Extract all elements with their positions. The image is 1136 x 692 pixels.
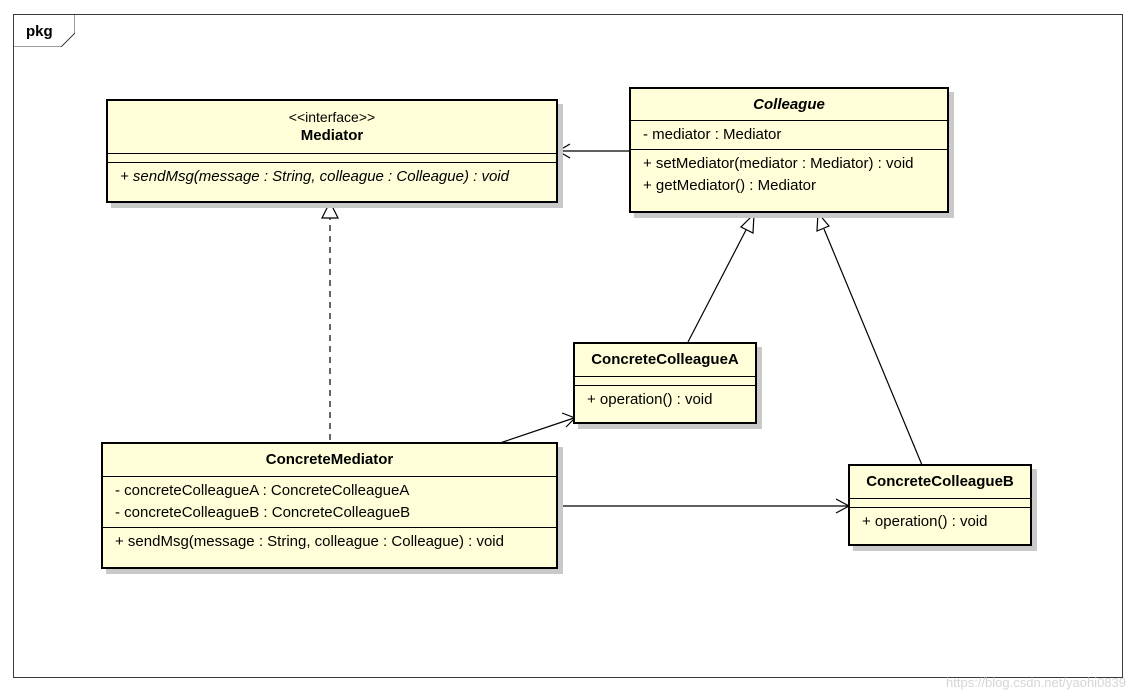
concrete-colleague-b-operations-compartment: + operation() : void — [850, 508, 1030, 536]
open-arrowhead — [556, 143, 571, 159]
colleague-operation: + getMediator() : Mediator — [643, 177, 816, 194]
concrete-colleague-b-operation: + operation() : void — [862, 513, 988, 530]
colleague-attribute: - mediator : Mediator — [643, 126, 782, 143]
concrete-mediator-attributes-compartment: - concreteColleagueA : ConcreteColleague… — [103, 477, 556, 528]
concrete-mediator-class-name: ConcreteMediator — [265, 451, 394, 468]
watermark-text: https://blog.csdn.net/yaohi0839 — [946, 675, 1126, 690]
concrete-colleague-a-operations-compartment: + operation() : void — [575, 386, 755, 414]
concrete-mediator-class-header: ConcreteMediator — [103, 444, 556, 477]
hollow-triangle-arrowhead — [739, 212, 755, 234]
concrete-mediator-attribute: - concreteColleagueA : ConcreteColleague… — [115, 482, 410, 499]
concrete-colleague-a-class-name: ConcreteColleagueA — [591, 351, 739, 368]
mediator-operations-compartment: + sendMsg(message : String, colleague : … — [108, 163, 556, 191]
mediator-operation: + sendMsg(message : String, colleague : … — [120, 168, 509, 185]
colleague-attributes-compartment: - mediator : Mediator — [631, 121, 947, 150]
concrete-colleague-b-class-box[interactable]: ConcreteColleagueB + operation() : void — [848, 464, 1032, 546]
concrete-colleague-a-operation: + operation() : void — [587, 391, 713, 408]
colleague-class-box[interactable]: Colleague - mediator : Mediator + setMed… — [629, 87, 949, 213]
package-tab — [13, 14, 75, 47]
package-label: pkg — [26, 23, 53, 40]
generalization-a-link — [687, 229, 747, 343]
mediator-class-box[interactable]: <<interface>> Mediator + sendMsg(message… — [106, 99, 558, 203]
colleague-class-header: Colleague — [631, 89, 947, 121]
concrete-mediator-class-box[interactable]: ConcreteMediator - concreteColleagueA : … — [101, 442, 558, 569]
mediator-class-header: <<interface>> Mediator — [108, 101, 556, 154]
generalization-b-link — [823, 228, 923, 466]
concrete-colleague-a-attributes-compartment — [575, 377, 755, 386]
concrete-mediator-operation: + sendMsg(message : String, colleague : … — [115, 533, 504, 550]
concrete-colleague-a-class-box[interactable]: ConcreteColleagueA + operation() : void — [573, 342, 757, 424]
mediator-to-colleague-a-link — [499, 417, 575, 444]
package-frame — [13, 14, 1123, 678]
hollow-triangle-arrowhead — [321, 200, 339, 219]
mediator-attributes-compartment — [108, 154, 556, 163]
concrete-colleague-b-attributes-compartment — [850, 499, 1030, 508]
concrete-mediator-attribute: - concreteColleagueB : ConcreteColleague… — [115, 504, 411, 521]
hollow-triangle-arrowhead — [816, 211, 830, 232]
mediator-stereotype: <<interface>> — [288, 109, 376, 125]
colleague-operations-compartment: + setMediator(mediator : Mediator) : voi… — [631, 150, 947, 200]
mediator-class-name: Mediator — [300, 127, 364, 144]
colleague-class-name: Colleague — [753, 96, 825, 113]
concrete-colleague-b-class-name: ConcreteColleagueB — [866, 473, 1014, 490]
colleague-operation: + setMediator(mediator : Mediator) : voi… — [643, 155, 914, 172]
concrete-colleague-b-class-header: ConcreteColleagueB — [850, 466, 1030, 499]
concrete-mediator-operations-compartment: + sendMsg(message : String, colleague : … — [103, 528, 556, 556]
concrete-colleague-a-class-header: ConcreteColleagueA — [575, 344, 755, 377]
